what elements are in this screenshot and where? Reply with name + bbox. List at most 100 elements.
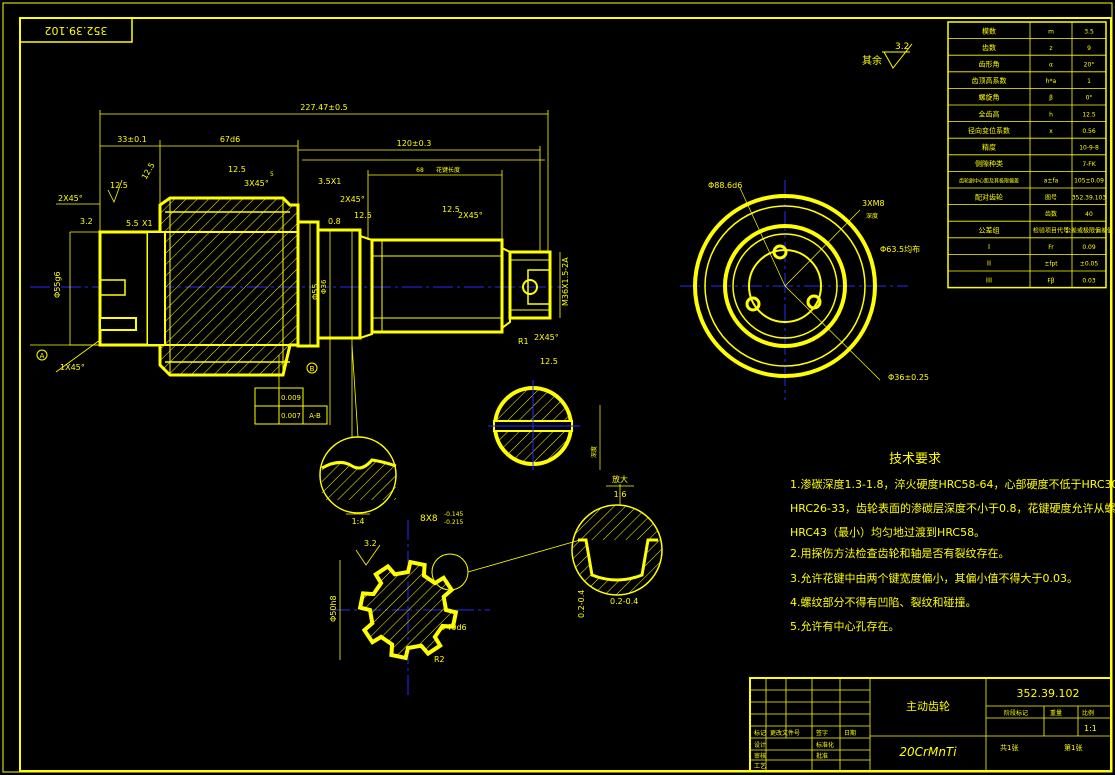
dim-d55g6: Φ55g6: [53, 271, 62, 298]
keyway-section: 深度: [488, 380, 601, 470]
gear-table-val: 105±0.09: [1074, 178, 1104, 185]
dim-d55: Φ55: [311, 284, 320, 300]
gear-table-val: 352.39.103: [1072, 194, 1107, 201]
gear-table-name: 螺旋角: [979, 93, 1000, 102]
gear-table-name: 侧隙种类: [975, 159, 1003, 168]
dim-x1: X1: [142, 219, 153, 228]
gear-table-val: ±0.05: [1080, 261, 1099, 268]
gear-table-sym: z: [1049, 45, 1052, 52]
spline-section: Φ50h8 Φ40d6 R2 8X8 -0.145 -0.215 3.2: [329, 511, 581, 695]
end-view-d-outer: Φ88.6d6: [708, 181, 742, 190]
gear-table-sym: 图号: [1045, 194, 1057, 201]
gear-table-val: 公差或极限偏差值: [1065, 227, 1113, 235]
gear-table-sym: β: [1049, 95, 1053, 102]
tb-weight: 重量: [1050, 709, 1062, 717]
technical-requirements: 技术要求 1.渗碳深度1.3-1.8，淬火硬度HRC58-64，心部硬度不低于H…: [790, 452, 1115, 633]
gear-table-name: III: [986, 276, 992, 284]
dim-68: 68: [416, 167, 424, 174]
spline-label: 8X8: [420, 514, 438, 524]
gear-table-val: 0.03: [1082, 277, 1096, 284]
gear-table-val: 40: [1085, 211, 1093, 218]
ra-1: 12.5: [110, 181, 128, 190]
tb-mark: 标记: [754, 729, 766, 737]
gear-table-name: 齿顶高系数: [972, 76, 1007, 85]
gear-table-sym: h: [1049, 111, 1053, 118]
dim-0-8: 0.8: [328, 217, 341, 226]
inner-border: [19, 17, 1112, 772]
spline-r2: R2: [434, 655, 445, 664]
gear-table-sym: ±fpt: [1044, 261, 1058, 268]
chamfer-2x45-b: 2X45°: [458, 211, 483, 220]
datum-b-label: B: [310, 365, 315, 373]
keyway-depth: 深度: [590, 446, 598, 458]
dim-120: 120±0.3: [397, 139, 432, 148]
tb-date: 日期: [844, 729, 856, 737]
tb-sign: 签字: [816, 729, 828, 737]
gear-table-val: 0°: [1086, 95, 1093, 102]
roughness-other: 其余 3.2: [862, 42, 913, 69]
dim-m36: M36X1.5-2A: [561, 257, 570, 306]
gear-table-name: II: [987, 260, 991, 268]
shaft-main-view: 227.47±0.5 33±0.1 67d6 120±0.3 68 花键长度 2…: [30, 103, 570, 440]
tb-sheet: 第1张: [1064, 743, 1082, 752]
end-view-d-inner: Φ36±0.25: [888, 373, 929, 382]
gear-table-val: 0.56: [1082, 128, 1096, 135]
dim-d36: Φ36: [320, 279, 328, 294]
end-view-holes: 3XM8: [862, 199, 885, 208]
tb-change: 更改文件号: [770, 729, 800, 737]
dim-r1: R1: [518, 337, 529, 346]
tol-ref: A-B: [309, 412, 321, 420]
tol-2: 0.007: [281, 412, 301, 420]
gear-table-val: 12.5: [1082, 111, 1096, 118]
title-block: 更改文件号 标记 签字 日期 设计 标准化 审核 批准 工艺 主动齿轮 20Cr…: [749, 677, 1112, 772]
detail-left: 1:4: [319, 344, 397, 526]
tb-design: 设计: [754, 741, 766, 749]
dim-33: 33±0.1: [117, 135, 147, 144]
gear-table-sym: Fβ: [1047, 277, 1054, 284]
end-view: Φ88.6d6 3XM8 深度 Φ63.5均布 Φ36±0.25: [680, 180, 929, 400]
gear-table-sym: x: [1049, 128, 1053, 135]
tech-req-line-3: HRC43（最小）均匀地过渡到HRC58。: [790, 525, 985, 539]
ra-6: 12.5: [442, 205, 460, 214]
rotated-drawing-number: 352.39.102: [45, 24, 108, 37]
chamfer-1x45: 1X45°: [60, 363, 85, 372]
dim-spline-len: 花键长度: [436, 166, 460, 174]
gear-table-sym: 齿数: [1045, 210, 1057, 218]
tech-req-title: 技术要求: [889, 452, 941, 467]
gear-table-name: 齿形角: [979, 60, 1000, 69]
gear-table-val: 7-FK: [1082, 161, 1096, 168]
gear-table-val: 20°: [1084, 62, 1095, 69]
ra-5: 3.2: [80, 217, 93, 226]
gear-table-name: 模数: [982, 26, 996, 35]
gear-table-name: I: [988, 243, 990, 251]
roughness-other-label: 其余: [862, 54, 882, 67]
gear-table-name: 齿轮副中心距及其极限偏差: [959, 178, 1019, 185]
datum-a-label: A: [40, 352, 45, 360]
gear-table-name: 精度: [982, 143, 996, 152]
tol-1: 0.009: [281, 394, 301, 402]
dim-67: 67d6: [220, 135, 240, 144]
spline-tol2: -0.215: [444, 519, 464, 526]
detail-left-scale: 1:4: [352, 517, 365, 526]
gear-table-sym: α: [1049, 62, 1053, 69]
spline-tol1: -0.145: [444, 511, 464, 518]
tb-number: 352.39.102: [1017, 687, 1080, 700]
gear-table-sym: 检验项目代号: [1033, 227, 1069, 235]
detail-dim-1: 0.2-0.4: [610, 597, 638, 606]
chamfer-2x45: 2X45°: [340, 195, 365, 204]
gear-table-name: 全齿高: [979, 109, 1000, 118]
tb-ratio: 比例: [1082, 709, 1094, 717]
gear-table-sym: h*a: [1046, 78, 1057, 85]
tech-req-line-4: 2.用探伤方法检查齿轮和轴是否有裂纹存在。: [790, 546, 1010, 560]
gear-table-name: 公差组: [979, 226, 1000, 235]
end-view-hole-note: 深度: [866, 212, 878, 220]
gear-table-sym: a±fa: [1044, 178, 1059, 185]
gear-table-val: 0.09: [1082, 244, 1096, 251]
tb-process: 工艺: [754, 762, 766, 770]
datum-a: A: [30, 344, 100, 361]
tb-stage: 阶段标记: [1004, 709, 1028, 717]
end-view-pcd: Φ63.5均布: [880, 244, 920, 254]
rotated-number-box: 352.39.102: [19, 17, 133, 43]
